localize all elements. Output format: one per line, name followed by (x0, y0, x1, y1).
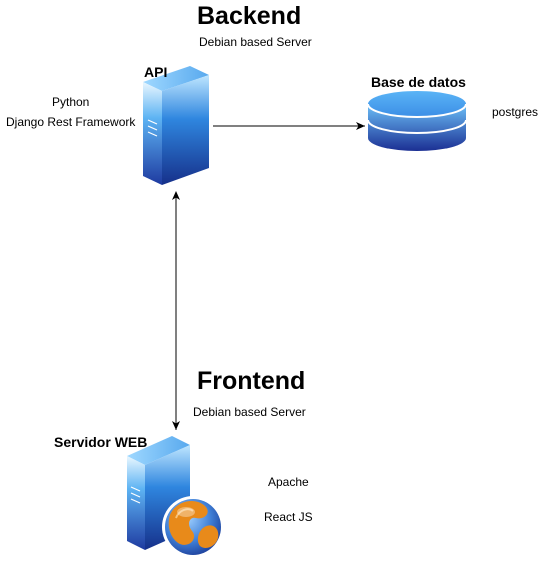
backend-title: Backend (197, 2, 302, 30)
backend-subtitle: Debian based Server (199, 35, 312, 49)
api-server-icon (143, 66, 209, 185)
api-tech-django: Django Rest Framework (6, 115, 136, 129)
webserver-tech-apache: Apache (268, 475, 309, 489)
frontend-subtitle: Debian based Server (193, 405, 306, 419)
database-icon (367, 91, 467, 151)
database-label: Base de datos (371, 74, 466, 90)
api-tech-python: Python (52, 95, 90, 109)
database-engine: postgres (492, 105, 539, 119)
frontend-title: Frontend (197, 367, 306, 395)
globe-icon (162, 496, 224, 558)
webserver-label: Servidor WEB (54, 434, 148, 450)
webserver-tech-react: React JS (264, 510, 313, 524)
api-label: API (144, 64, 168, 80)
